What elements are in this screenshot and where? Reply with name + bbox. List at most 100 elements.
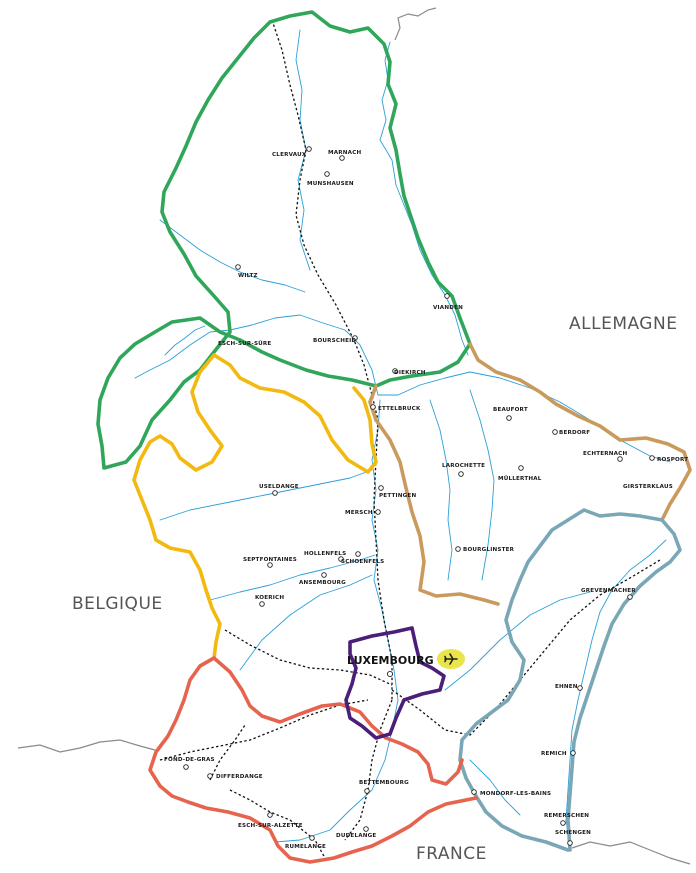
town-dot-ansembourg bbox=[321, 572, 327, 578]
river-sure bbox=[134, 314, 671, 463]
river-upper-sure-lake bbox=[164, 325, 206, 356]
town-dot-ettelbruck bbox=[370, 404, 376, 410]
rail-southwest-line bbox=[159, 699, 369, 761]
town-dot-septfontaines bbox=[267, 562, 273, 568]
country-label-belgium: BELGIQUE bbox=[72, 594, 163, 614]
town-label-bourscheid: BOURSCHEID bbox=[313, 338, 356, 344]
rail-south-line bbox=[344, 699, 393, 841]
town-label-clervaux: CLERVAUX bbox=[272, 152, 307, 158]
town-label-remerschen: REMERSCHEN bbox=[544, 813, 589, 819]
town-label-munshausen: MUNSHAUSEN bbox=[307, 181, 354, 187]
town-dot-hollenfels bbox=[338, 556, 344, 562]
town-label-ansembourg: ANSEMBOURG bbox=[299, 580, 346, 586]
town-dot-larochette bbox=[458, 471, 464, 477]
town-dot-vianden bbox=[444, 293, 450, 299]
town-label-mersch: MERSCH bbox=[345, 510, 373, 516]
town-label-larochette: LAROCHETTE bbox=[442, 463, 485, 469]
rail-differdange-line bbox=[209, 724, 246, 781]
airport-marker[interactable] bbox=[437, 649, 465, 669]
town-dot-remerschen bbox=[560, 820, 566, 826]
river-eisch bbox=[209, 554, 376, 601]
region-south bbox=[148, 656, 478, 864]
town-label-differdange: DIFFERDANGE bbox=[216, 774, 263, 780]
town-dot-bourscheid bbox=[352, 335, 358, 341]
region-west bbox=[132, 353, 378, 660]
river-gander bbox=[469, 759, 521, 816]
town-label-remich: REMICH bbox=[541, 751, 567, 757]
town-markers bbox=[183, 146, 655, 846]
rail-east-line bbox=[391, 559, 661, 736]
rail-minett-line bbox=[229, 789, 326, 859]
region-east bbox=[368, 342, 692, 606]
town-label-bettembourg: BETTEMBOURG bbox=[359, 780, 409, 786]
capital-label: LUXEMBOURG bbox=[347, 654, 434, 667]
river-black-ernz bbox=[469, 389, 495, 581]
town-dot-bourglinster bbox=[455, 546, 461, 552]
town-label-hollenfels: HOLLENFELS bbox=[304, 551, 346, 557]
town-label-esch-sur-sure: ESCH-SUR-SÛRE bbox=[218, 340, 271, 347]
town-label-koerich: KOERICH bbox=[255, 595, 284, 601]
town-dot-mondorf bbox=[471, 789, 477, 795]
town-label-girsterklaus: GIRSTERKLAUS bbox=[623, 484, 673, 490]
river-syre bbox=[444, 591, 591, 691]
river-our bbox=[379, 41, 469, 356]
town-label-mondorf: MONDORF-LES-BAINS bbox=[480, 791, 551, 797]
town-dot-differdange bbox=[207, 773, 213, 779]
rail-west-line bbox=[224, 629, 393, 686]
town-dot-echternach bbox=[617, 456, 623, 462]
town-label-esch-sur-alzette: ESCH-SUR-ALZETTE bbox=[238, 823, 303, 829]
town-dot-beaufort bbox=[506, 415, 512, 421]
airplane-icon bbox=[444, 653, 458, 665]
town-label-vianden: VIANDEN bbox=[433, 305, 463, 311]
town-dot-bettembourg bbox=[364, 788, 370, 794]
town-label-bourglinster: BOURGLINSTER bbox=[463, 547, 515, 553]
town-dot-useldange bbox=[272, 490, 278, 496]
region-capital[interactable] bbox=[344, 626, 446, 740]
town-label-ehnen: EHNEN bbox=[555, 684, 578, 690]
town-label-beaufort: BEAUFORT bbox=[493, 407, 528, 413]
town-dot-koerich bbox=[259, 601, 265, 607]
town-dot-mullerthal bbox=[518, 465, 524, 471]
town-dot-rumelange bbox=[309, 835, 315, 841]
region-north bbox=[96, 10, 472, 470]
town-dot-diekirch bbox=[392, 368, 398, 374]
town-label-schoenfels: SCHOENFELS bbox=[341, 559, 384, 565]
town-label-diekirch: DIEKIRCH bbox=[394, 370, 426, 376]
town-dot-dudelange bbox=[363, 826, 369, 832]
country-label-france: FRANCE bbox=[416, 844, 487, 864]
town-label-wiltz: WILTZ bbox=[238, 273, 258, 279]
border-belgium-west bbox=[17, 739, 156, 753]
river-mamer bbox=[239, 574, 373, 671]
town-labels: CLERVAUX MARNACH MUNSHAUSEN WILTZ VIANDE… bbox=[164, 150, 688, 850]
border-france-east bbox=[571, 841, 691, 865]
town-dot-fond-de-gras bbox=[183, 764, 189, 770]
town-label-berdorf: BERDORF bbox=[559, 430, 590, 436]
town-label-echternach: ECHTERNACH bbox=[583, 451, 627, 457]
town-dot-schengen bbox=[567, 840, 573, 846]
town-dot-grevenmacher bbox=[627, 594, 633, 600]
town-dot-remich bbox=[570, 750, 576, 756]
tourist-regions bbox=[96, 10, 692, 864]
region-moselle bbox=[458, 508, 682, 852]
international-borders bbox=[17, 7, 691, 865]
town-dot-rosport bbox=[649, 455, 655, 461]
river-attert bbox=[159, 469, 373, 521]
town-dot-clervaux bbox=[306, 146, 312, 152]
town-label-rosport: ROSPORT bbox=[657, 457, 688, 463]
town-dot-berdorf bbox=[552, 429, 558, 435]
country-labels: ALLEMAGNE BELGIQUE FRANCE bbox=[72, 314, 677, 864]
town-label-grevenmacher: GREVENMACHER bbox=[581, 588, 636, 594]
town-label-ettelbruck: ETTELBRUCK bbox=[378, 406, 421, 412]
town-dot-esch-sur-alzette bbox=[267, 812, 273, 818]
river-white-ernz bbox=[429, 399, 453, 581]
town-label-septfontaines: SEPTFONTAINES bbox=[243, 557, 297, 563]
river-alzette bbox=[274, 399, 399, 843]
town-dot-luxembourg bbox=[386, 670, 394, 678]
rail-north-line bbox=[271, 19, 393, 700]
river-wiltz bbox=[159, 219, 306, 293]
river-moselle bbox=[565, 539, 667, 849]
border-germany-north bbox=[394, 7, 437, 41]
town-label-rumelange: RUMELANGE bbox=[285, 844, 326, 850]
